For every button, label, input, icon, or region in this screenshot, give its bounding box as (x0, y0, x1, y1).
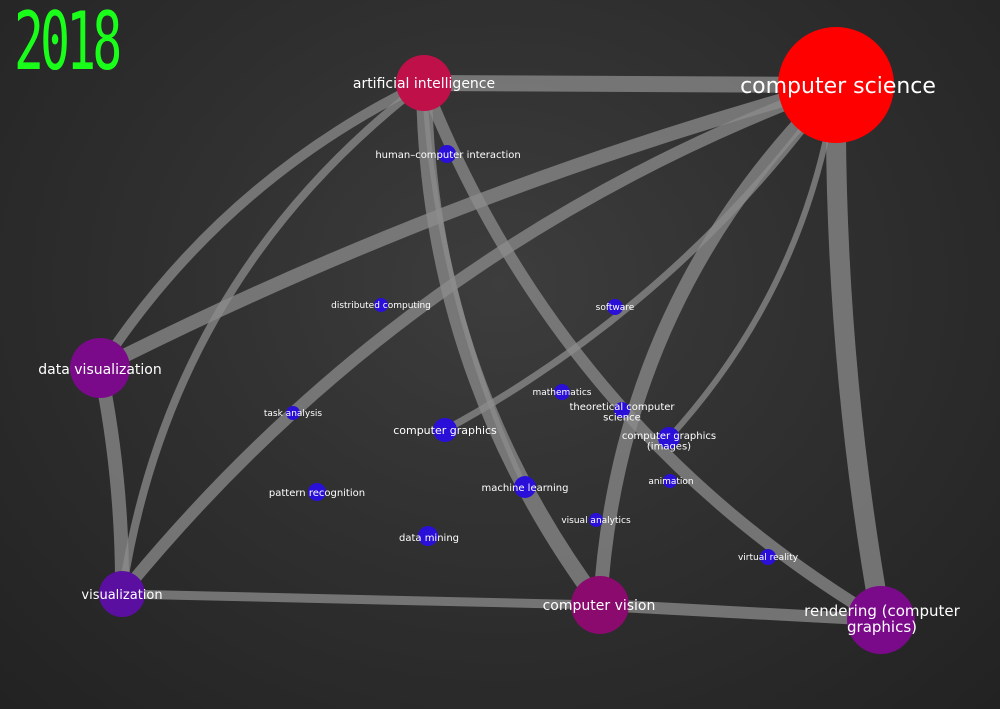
edges-layer (93, 75, 891, 626)
node-cv[interactable] (571, 576, 629, 634)
node-pr[interactable] (308, 483, 326, 501)
node-label-dv: data visualization (38, 362, 161, 378)
node-label-ml: machine learning (482, 483, 569, 494)
node-cs[interactable] (778, 27, 894, 143)
edge-vis-ai (118, 79, 427, 595)
edge-cg-cs (443, 82, 839, 434)
node-label-cv: computer vision (543, 598, 656, 614)
edge-cv-rend (599, 599, 882, 626)
node-label-cs: computer science (740, 74, 936, 99)
node-rend[interactable] (847, 586, 915, 654)
node-label-ta: task analysis (264, 409, 323, 419)
node-ta[interactable] (286, 406, 300, 420)
node-va[interactable] (589, 513, 603, 527)
edge-dv-cs (96, 78, 838, 375)
node-anim[interactable] (663, 474, 677, 488)
node-dm[interactable] (418, 526, 438, 546)
edge-cv-cs (593, 80, 841, 606)
node-hci[interactable] (438, 145, 456, 163)
node-label-line: science (603, 413, 641, 424)
edge-rend-ai (418, 80, 885, 626)
node-math[interactable] (554, 384, 570, 400)
edge-dv-ai (95, 78, 427, 371)
node-label-anim: animation (648, 477, 693, 487)
node-sw[interactable] (607, 299, 623, 315)
node-ai[interactable] (396, 55, 452, 111)
node-label-line: (images) (647, 442, 691, 453)
node-vr[interactable] (760, 549, 776, 565)
node-tcs[interactable] (614, 402, 630, 418)
edge-cv-ai (416, 82, 607, 610)
node-label-va: visual analytics (561, 516, 631, 526)
node-ml[interactable] (514, 476, 536, 498)
node-label-line: graphics) (847, 618, 917, 636)
edge-vis-cv (121, 589, 601, 610)
node-vis[interactable] (99, 571, 145, 617)
year-label: 2018 (14, 0, 122, 88)
node-label-line: rendering (computer (804, 602, 960, 620)
node-dv[interactable] (70, 338, 130, 398)
edge-ml-ai (421, 82, 528, 489)
node-label-vis: visualization (81, 588, 162, 603)
node-cg[interactable] (433, 418, 457, 442)
edge-rend-cs (825, 84, 891, 622)
node-label-dc: distributed computing (331, 301, 431, 311)
labels-layer: computer science artificial intelligence h… (38, 74, 960, 636)
node-label-line: theoretical computer (569, 402, 675, 413)
node-label-pr: pattern recognition (269, 488, 365, 499)
edge-vis-dv (93, 366, 130, 595)
node-label-sw: software (596, 303, 635, 313)
node-label-dm: data mining (399, 533, 459, 544)
node-label-vr: virtual reality (738, 553, 799, 563)
nodes-layer (70, 27, 915, 654)
node-label-math: mathematics (532, 388, 591, 398)
node-label-line: computer graphics (622, 431, 716, 442)
node-label-cgi: computer graphics(images) (622, 431, 716, 453)
node-label-hci: human–computer interaction (375, 150, 520, 161)
node-label-ai: artificial intelligence (353, 76, 495, 92)
node-cgi[interactable] (658, 427, 680, 449)
node-label-cg: computer graphics (393, 424, 497, 437)
node-dc[interactable] (374, 298, 388, 312)
